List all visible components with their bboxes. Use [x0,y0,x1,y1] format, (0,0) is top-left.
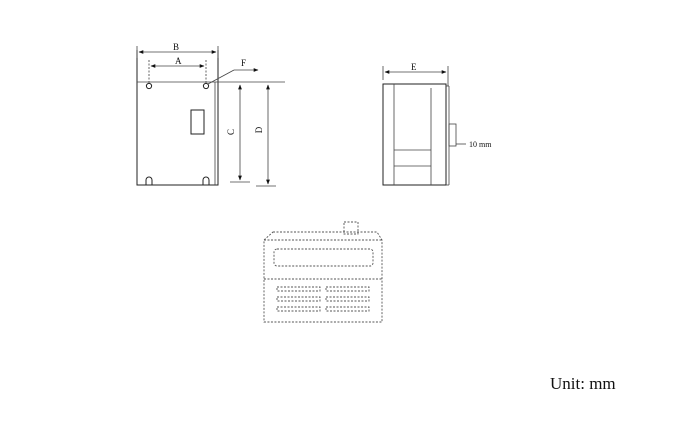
dimension-c-label: C [226,129,236,135]
dimension-b-label: B [173,42,179,52]
vent-slot [325,286,370,292]
dimension-f-leader [207,69,235,85]
vent-slot [325,306,370,312]
side-view: E 10 mm [382,62,492,186]
mount-slot-bottom-left [145,176,153,185]
mount-hole-top-left [145,82,153,90]
dimension-f-label: F [241,58,246,68]
vent-slot [276,306,321,312]
perspective-view [263,221,383,323]
mount-hole-top-right [202,82,210,90]
vent-slot [276,286,321,292]
side-body-outline [382,83,447,186]
vent-slot [325,296,370,302]
unit-label: Unit: mm [550,374,616,393]
perspective-knob [343,221,359,235]
front-window [190,109,205,135]
side-shaft-knob [448,123,457,147]
vent-slot [276,296,321,302]
dimension-a-label: A [175,56,182,66]
perspective-body-outline [263,231,383,323]
dimension-d-label: D [254,126,264,133]
perspective-display-window [273,248,374,267]
front-view: B A F C D [136,42,285,187]
front-body-outline [136,50,219,186]
shaft-note-label: 10 mm [469,140,492,149]
dimension-e-label: E [411,62,417,72]
mount-slot-bottom-right [202,176,210,185]
